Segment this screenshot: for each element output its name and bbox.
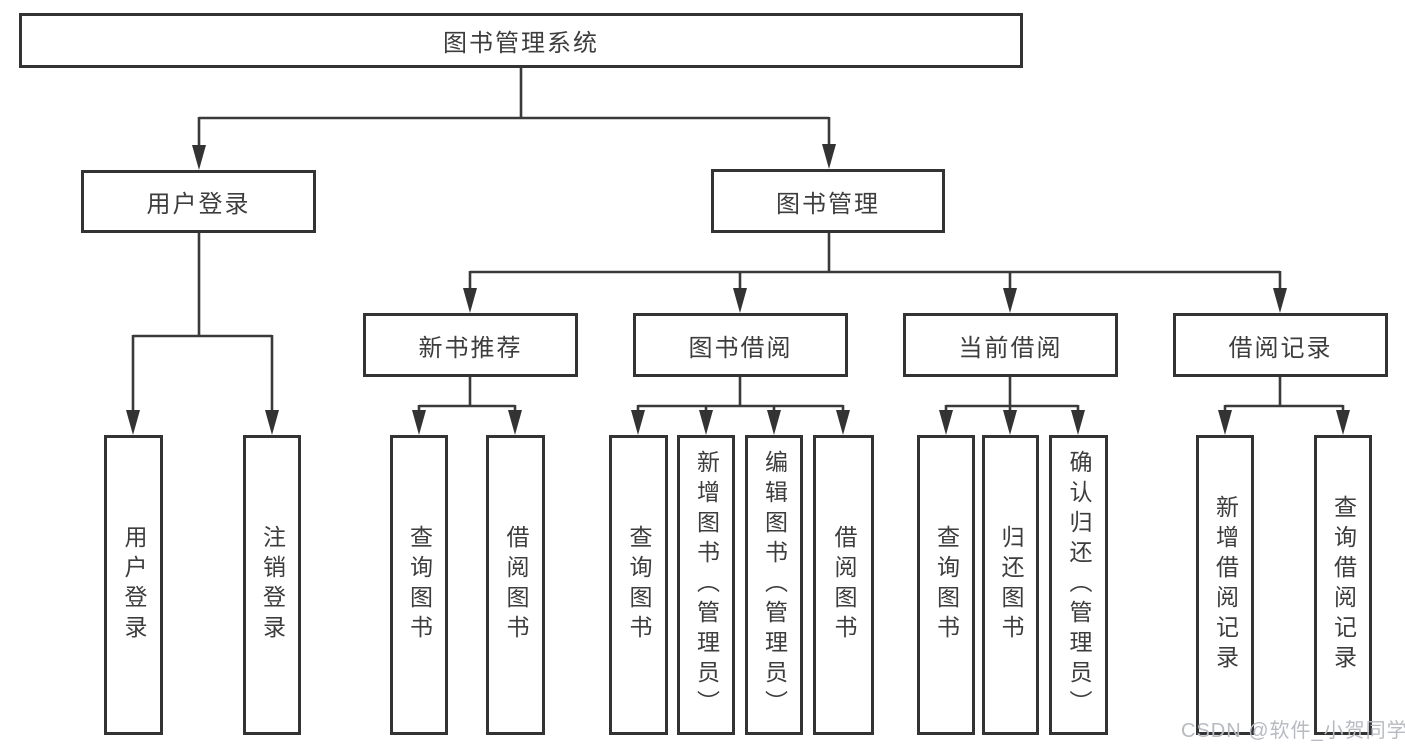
node-root-label: 图书管理系统 — [443, 30, 599, 57]
node-leaf-recommend-borrow-books-label: 借阅图书 — [503, 525, 529, 645]
node-leaf-logout-label: 注销登录 — [259, 525, 286, 645]
node-leaf-user-login-label: 用户登录 — [121, 525, 147, 645]
node-book-borrow-label: 图书借阅 — [688, 334, 793, 362]
node-new-book-recommend: 新书推荐 — [363, 313, 578, 377]
node-leaf-current-query-books: 查询图书 — [917, 435, 975, 735]
node-leaf-add-borrow-record-label: 新增借阅记录 — [1212, 495, 1239, 675]
node-leaf-borrow-books: 借阅图书 — [813, 435, 874, 735]
node-leaf-logout: 注销登录 — [243, 435, 301, 735]
node-leaf-borrow-query-books: 查询图书 — [609, 435, 668, 735]
node-root: 图书管理系统 — [19, 13, 1023, 68]
node-leaf-borrow-books-label: 借阅图书 — [831, 525, 857, 645]
node-book-management-label: 图书管理 — [776, 190, 880, 218]
node-current-borrow: 当前借阅 — [903, 313, 1118, 377]
node-leaf-recommend-query-books-label: 查询图书 — [406, 525, 433, 645]
node-leaf-edit-books-admin: 编辑图书（管理员） — [745, 435, 803, 735]
node-leaf-confirm-return-admin: 确认归还（管理员） — [1049, 435, 1108, 735]
arrowheads — [126, 144, 1350, 435]
node-leaf-user-login: 用户登录 — [104, 435, 163, 735]
node-new-book-recommend-label: 新书推荐 — [418, 334, 523, 362]
node-leaf-recommend-borrow-books: 借阅图书 — [486, 435, 545, 735]
node-leaf-recommend-query-books: 查询图书 — [390, 435, 448, 735]
csdn-watermark: CSDN @软件_小贺同学 — [1181, 720, 1405, 742]
node-leaf-return-books-label: 归还图书 — [998, 525, 1024, 645]
node-book-borrow: 图书借阅 — [633, 313, 848, 377]
node-leaf-edit-books-admin-label: 编辑图书（管理员） — [761, 450, 788, 720]
node-leaf-current-query-books-label: 查询图书 — [933, 525, 960, 645]
node-user-login-label: 用户登录 — [146, 191, 251, 218]
node-book-management: 图书管理 — [711, 169, 945, 233]
node-leaf-confirm-return-admin-label: 确认归还（管理员） — [1066, 450, 1092, 720]
node-current-borrow-label: 当前借阅 — [958, 334, 1063, 362]
node-user-login: 用户登录 — [81, 170, 316, 233]
node-borrow-records-label: 借阅记录 — [1228, 334, 1333, 362]
node-leaf-add-books-admin: 新增图书（管理员） — [677, 435, 735, 735]
node-leaf-add-books-admin-label: 新增图书（管理员） — [693, 450, 720, 720]
node-leaf-query-borrow-record: 查询借阅记录 — [1314, 435, 1372, 735]
node-leaf-add-borrow-record: 新增借阅记录 — [1196, 435, 1254, 735]
node-leaf-query-borrow-record-label: 查询借阅记录 — [1330, 495, 1357, 675]
node-borrow-records: 借阅记录 — [1173, 313, 1388, 377]
node-leaf-borrow-query-books-label: 查询图书 — [626, 525, 652, 645]
node-leaf-return-books: 归还图书 — [982, 435, 1039, 735]
